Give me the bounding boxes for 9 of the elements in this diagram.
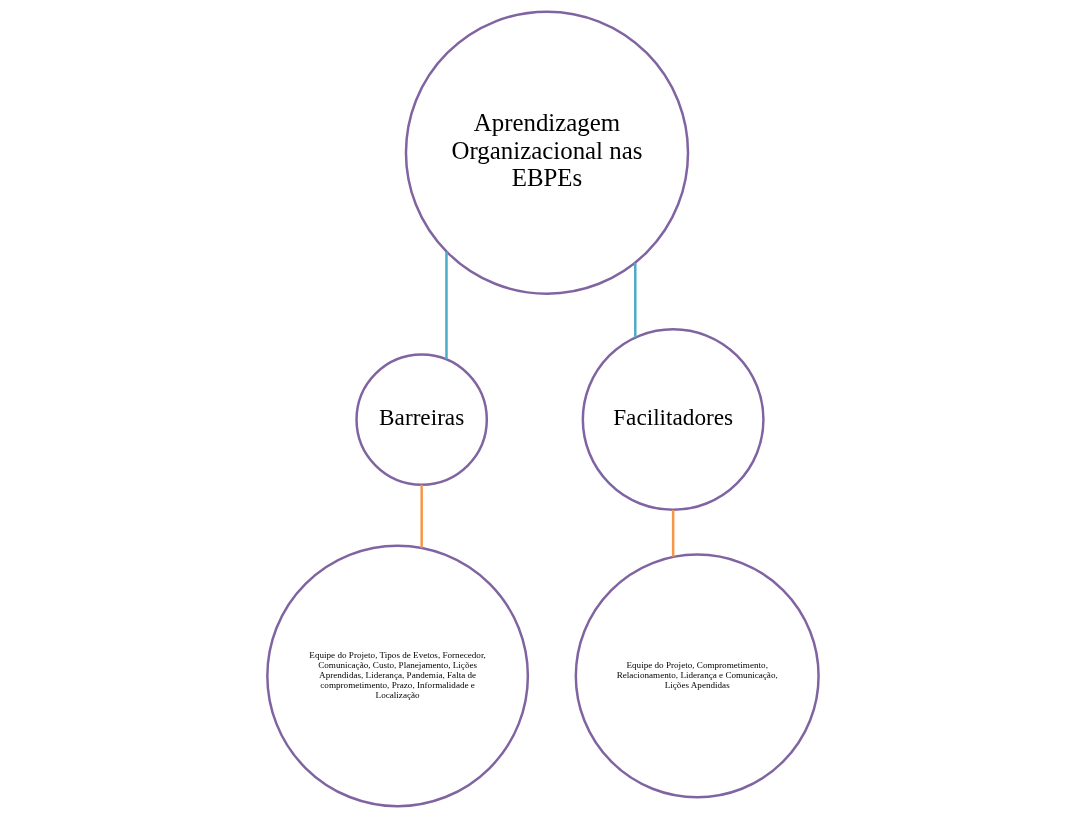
node-circle: Barreiras	[354, 353, 488, 486]
node-circle: Equipe do Projeto, Comprometimento, Relacionamento, Liderança e Comunicação, Lições Apendidas	[574, 553, 820, 799]
connector	[444, 251, 448, 360]
connector	[419, 484, 423, 548]
connector	[633, 262, 637, 338]
node-circle: Facilitadores	[581, 328, 765, 512]
connector	[671, 509, 674, 557]
node-circle: Equipe do Projeto, Tipos de Evetos, Fornecedor, Comunicação, Custo, Planejamento, Lições Aprendidas, Liderança, Pandemia, Falta de comprometimento, Prazo, Informalidade e Localização	[265, 544, 529, 808]
node-circle: Aprendizagem Organizacional nas EBPEs	[404, 10, 689, 295]
